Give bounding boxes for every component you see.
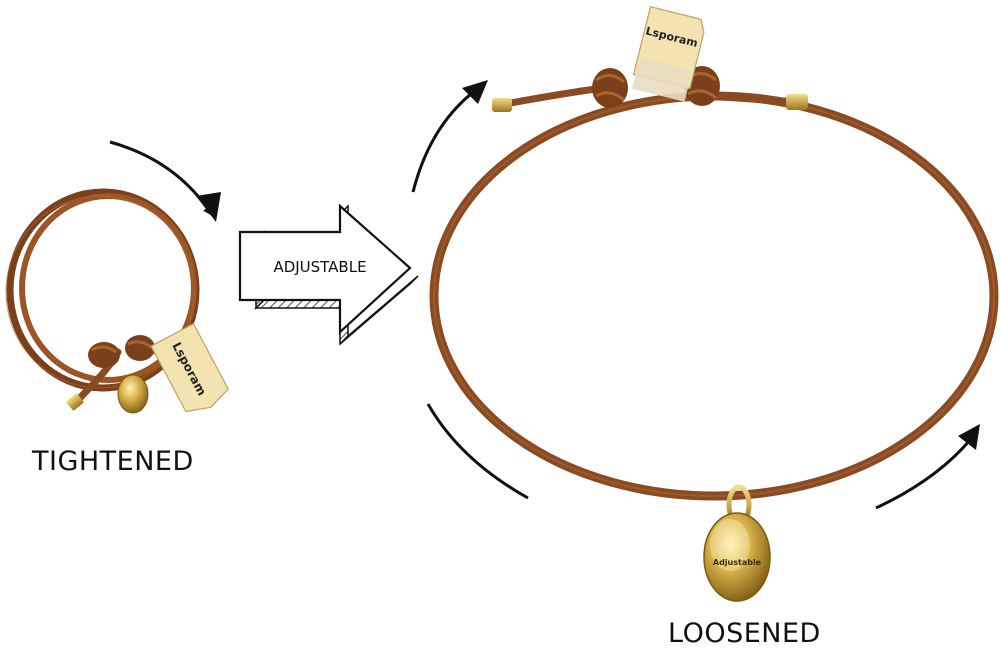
cord-tip (492, 98, 512, 112)
cord-tip (786, 94, 808, 110)
sliding-knot (88, 335, 155, 368)
adjustable-label: ADJUSTABLE (273, 258, 366, 276)
charm-engraving: Adjustable (713, 558, 762, 567)
expand-arrow-icon (411, 88, 477, 193)
caption-loosened: LOOSENED (668, 618, 821, 649)
charm-small (117, 374, 149, 414)
brand-tag-small: Lsporam (150, 322, 229, 413)
rotate-arrow-icon (109, 140, 213, 217)
brand-tag-large: Lsporam (632, 5, 705, 102)
expand-arrow-icon (875, 439, 972, 510)
tightened-bracelet: Lsporam (5, 188, 229, 414)
expand-arrow-icon (426, 403, 529, 500)
cord-tip (66, 393, 84, 411)
caption-tightened: TIGHTENED (32, 446, 194, 477)
adjustable-arrow: ADJUSTABLE (238, 203, 419, 346)
loosened-bracelet: Lsporam Adjustable (429, 5, 999, 602)
charm-large: Adjustable (703, 484, 771, 602)
